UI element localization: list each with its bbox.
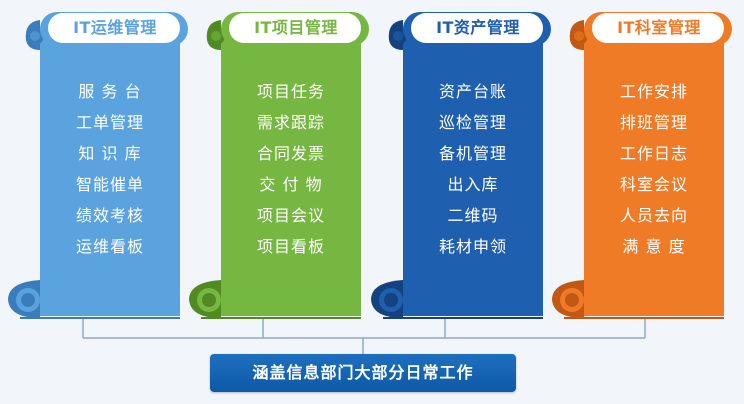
list-item: 科室会议 (619, 175, 688, 194)
scroll-title: IT项目管理 (254, 18, 338, 37)
item-list: 工作安排 排班管理 工作日志 科室会议 人员去向 满 意 度 (584, 76, 724, 262)
list-item: 工作安排 (619, 82, 688, 101)
item-list: 服 务 台 工单管理 知 识 库 智能催单 绩效考核 运维看板 (40, 76, 180, 262)
scroll-banner-shape (8, 12, 188, 319)
list-item: 项目任务 (256, 82, 325, 101)
list-item: 备机管理 (438, 144, 507, 163)
item-list: 项目任务 需求跟踪 合同发票 交 付 物 项目会议 项目看板 (221, 76, 361, 262)
scroll-title: IT资产管理 (436, 18, 520, 37)
list-item: 运维看板 (75, 237, 144, 256)
list-item: 合同发票 (256, 144, 325, 163)
summary-banner: 涵盖信息部门大部分日常工作 (210, 354, 516, 392)
list-item: 绩效考核 (75, 206, 144, 225)
scroll-banner-shape (189, 12, 369, 319)
item-list: 资产台账 巡检管理 备机管理 出入库 二维码 耗材申领 (403, 76, 543, 262)
scroll-ops: IT运维管理 服 务 台 工单管理 知 识 库 智能催单 绩效考核 运维看板 (2, 0, 192, 320)
list-item: 满 意 度 (622, 237, 686, 256)
list-item: 智能催单 (75, 175, 144, 194)
scroll-title: IT运维管理 (73, 18, 157, 37)
list-item: 工单管理 (75, 113, 144, 132)
list-item: 需求跟踪 (256, 113, 325, 132)
list-item: 知 识 库 (78, 144, 142, 163)
list-item: 耗材申领 (438, 237, 507, 256)
scroll-project: IT项目管理 项目任务 需求跟踪 合同发票 交 付 物 项目会议 项目看板 (183, 0, 373, 320)
list-item: 人员去向 (619, 206, 688, 225)
list-item: 巡检管理 (438, 113, 507, 132)
scroll-dept: IT科室管理 工作安排 排班管理 工作日志 科室会议 人员去向 满 意 度 (546, 0, 736, 320)
list-item: 排班管理 (619, 113, 688, 132)
list-item: 出入库 (447, 175, 499, 194)
scroll-asset: IT资产管理 资产台账 巡检管理 备机管理 出入库 二维码 耗材申领 (365, 0, 555, 320)
list-item: 资产台账 (438, 82, 507, 101)
list-item: 项目会议 (256, 206, 325, 225)
scroll-title: IT科室管理 (617, 18, 701, 37)
scroll-banner-shape (371, 12, 551, 319)
list-item: 二维码 (447, 206, 499, 225)
list-item: 工作日志 (619, 144, 688, 163)
scroll-banner-shape (552, 12, 732, 319)
list-item: 项目看板 (256, 237, 325, 256)
list-item: 交 付 物 (259, 175, 323, 194)
list-item: 服 务 台 (78, 82, 142, 101)
